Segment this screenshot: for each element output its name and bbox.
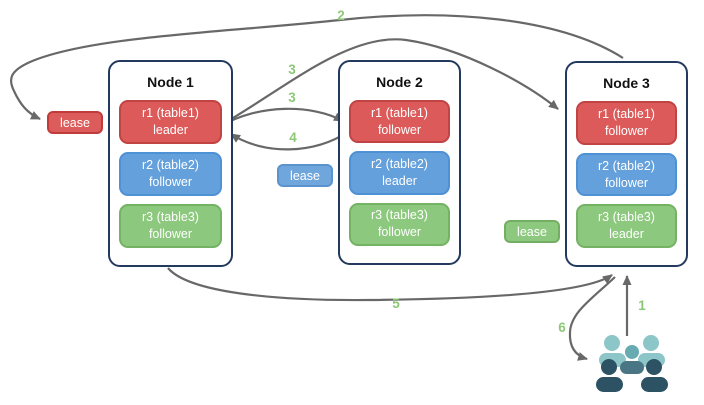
replica-name: r3 (table3): [598, 210, 655, 225]
step-label-3a: 3: [288, 62, 296, 77]
node1-replica-r3: r3 (table3) follower: [119, 204, 222, 248]
arrow-step2-gateway-to-leaseholder: [10, 14, 624, 120]
node3-replica-r1: r1 (table1) follower: [576, 101, 677, 145]
node2-replica-r1: r1 (table1) follower: [349, 100, 450, 144]
node1-replica-r1: r1 (table1) leader: [119, 100, 222, 144]
replica-name: r3 (table3): [142, 210, 199, 225]
arrow-step3-leader-to-node2: [220, 107, 344, 127]
replica-name: r2 (table2): [142, 158, 199, 173]
step-label-6: 6: [558, 320, 566, 335]
replica-name: r3 (table3): [371, 208, 428, 223]
step-label-3b: 3: [288, 90, 296, 105]
node-3: Node 3 r1 (table1) follower r2 (table2) …: [565, 61, 688, 267]
replica-name: r2 (table2): [598, 158, 655, 173]
replica-role: follower: [148, 175, 193, 189]
replica-name: r1 (table1): [598, 106, 655, 121]
replica-role: follower: [377, 225, 422, 240]
lease-badge-table1: lease: [47, 111, 103, 134]
replica-role: follower: [604, 175, 649, 190]
step-label-2: 2: [337, 8, 345, 23]
replica-role: leader: [609, 227, 644, 242]
replica-name: r2 (table2): [371, 157, 428, 172]
users-group-icon: [596, 335, 668, 392]
replica-role: follower: [377, 122, 422, 137]
replica-name: r1 (table1): [142, 106, 199, 121]
lease-badge-table2: lease: [277, 164, 333, 187]
replica-role: leader: [153, 123, 188, 137]
node3-replica-r3: r3 (table3) leader: [576, 204, 677, 249]
replica-name: r1 (table1): [371, 105, 428, 120]
node3-replica-r2: r2 (table2) follower: [576, 152, 677, 197]
node-2: Node 2 r1 (table1) follower r2 (table2) …: [338, 60, 461, 265]
node-3-title: Node 3: [603, 75, 650, 91]
node-2-title: Node 2: [376, 74, 423, 90]
replica-role: follower: [604, 123, 649, 138]
step-label-5: 5: [392, 296, 400, 311]
step-label-1: 1: [638, 298, 646, 313]
step-label-4: 4: [289, 130, 297, 145]
replica-role: follower: [148, 227, 193, 241]
lease-badge-table3: lease: [504, 220, 560, 243]
node2-replica-r2: r2 (table2) leader: [349, 151, 450, 195]
node-1: Node 1 r1 (table1) leader r2 (table2) fo…: [108, 60, 233, 267]
node2-replica-r3: r3 (table3) follower: [349, 202, 450, 246]
node-1-title: Node 1: [147, 74, 194, 90]
replica-role: leader: [382, 173, 417, 188]
node1-replica-r2: r2 (table2) follower: [119, 152, 222, 196]
